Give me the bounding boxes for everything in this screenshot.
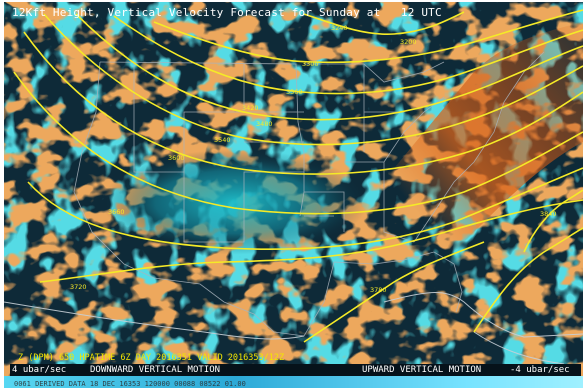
run-info: Z (DPM) 650 HPATIME 6Z DAY 2016351 VALID… (18, 353, 285, 363)
contour-line (113, 15, 583, 95)
contour-label: 3840 (540, 210, 557, 218)
contour-line (473, 227, 583, 333)
contour-label: 3420 (242, 104, 259, 112)
contour-label: 3480 (256, 120, 273, 128)
downward-motion-band (334, 22, 583, 322)
contour-label: 3360 (286, 88, 303, 96)
contour-line (153, 9, 583, 64)
contour-label: 3300 (302, 60, 319, 68)
legend-upward-value: -4 ubar/sec (510, 365, 570, 375)
contour-label: 3660 (108, 208, 125, 216)
contour-line (27, 167, 583, 250)
map-canvas: 3240 3200 3300 3360 3420 3480 3540 3600 … (4, 2, 583, 376)
color-scale-strip (4, 376, 583, 388)
legend-upward-label: UPWARD VERTICAL MOTION (362, 365, 482, 375)
legend-downward-value: 4 ubar/sec (12, 365, 67, 375)
contour-label: 3200 (400, 38, 417, 46)
contour-line (13, 71, 583, 215)
contour-label: 3780 (370, 286, 387, 294)
legend-downward-label: DOWNWARD VERTICAL MOTION (90, 365, 221, 375)
contour-label: 3240 (331, 24, 348, 32)
title-text: 12Kft Height, Vertical Velocity Forecast… (12, 6, 381, 19)
contour-line (523, 189, 583, 253)
map-title: 12Kft Height, Vertical Velocity Forecast… (12, 6, 575, 20)
contour-line (23, 31, 583, 175)
contour-line (303, 241, 485, 343)
weather-map: 3240 3200 3300 3360 3420 3480 3540 3600 … (4, 2, 583, 376)
contour-label: 3540 (214, 136, 231, 144)
contour-line (75, 13, 583, 121)
legend-bar: 4 ubar/sec DOWNWARD VERTICAL MOTION UPWA… (10, 364, 581, 376)
height-contours (13, 9, 583, 343)
coastlines (4, 292, 583, 365)
contour-line (43, 13, 583, 146)
contour-label: 3720 (70, 283, 87, 291)
contour-label: 3600 (168, 154, 185, 162)
contour-line (39, 199, 583, 283)
title-time: 12 UTC (400, 6, 442, 19)
footer-metadata: 0061 DERIVED DATA 18 DEC 16353 120000 00… (14, 380, 246, 388)
contour-labels: 3240 3200 3300 3360 3420 3480 3540 3600 … (70, 24, 557, 294)
contour-line (303, 11, 465, 35)
